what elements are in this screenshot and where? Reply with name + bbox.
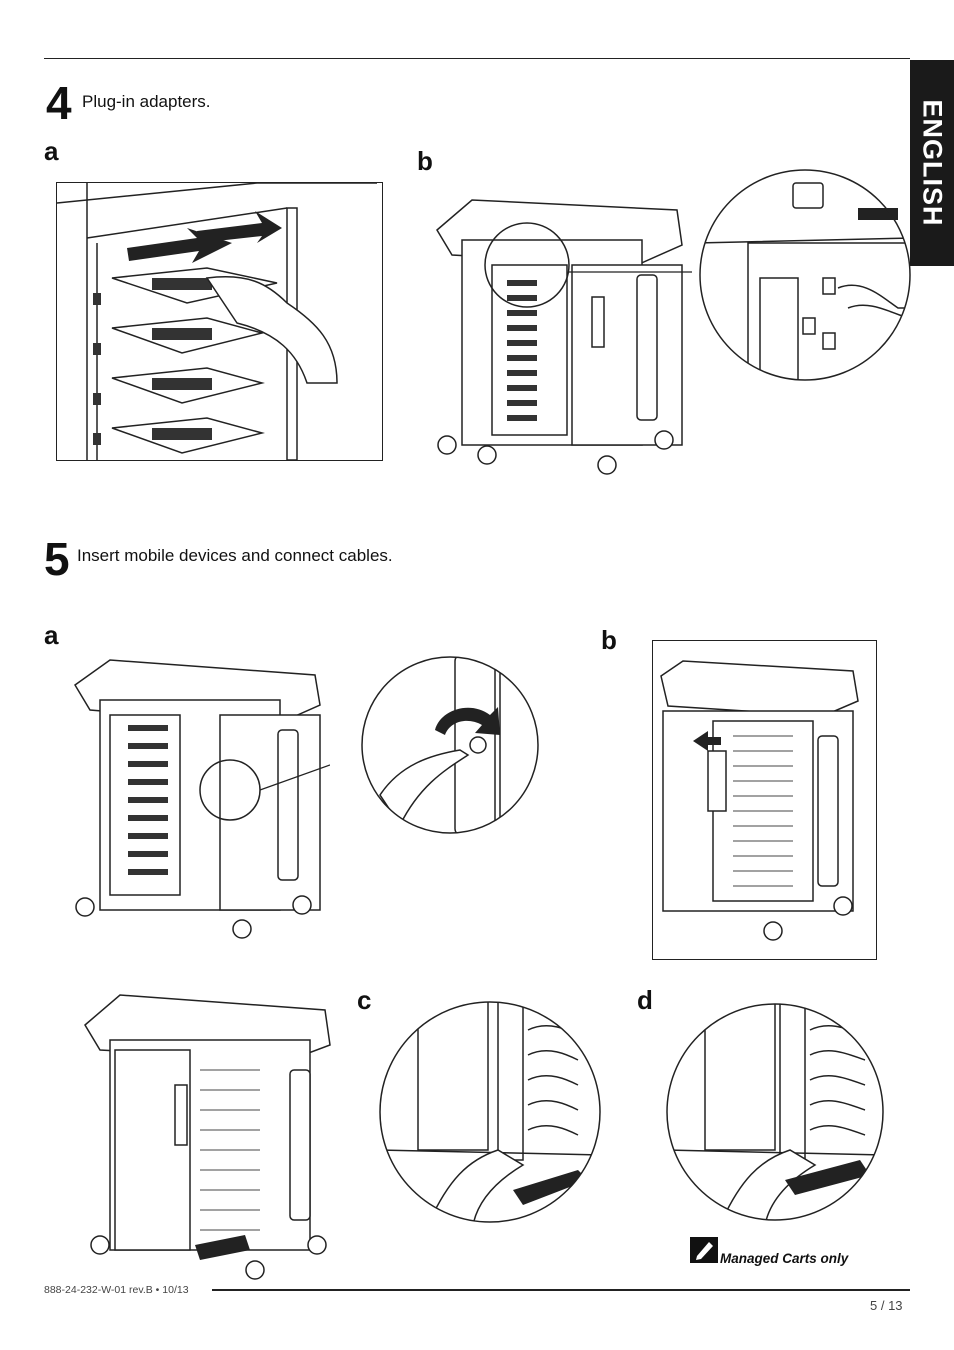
step4-title: Plug-in adapters.: [82, 92, 211, 111]
step4b-detail-circle: [698, 168, 912, 382]
step5-label-c: c: [357, 985, 372, 1015]
step5-title: Insert mobile devices and connect cables…: [77, 546, 393, 565]
page-number: 5 / 13: [870, 1298, 903, 1313]
step5a-cart-illustration: [70, 655, 330, 945]
step5b-illustration: [652, 640, 877, 960]
step4-label-b: b: [417, 146, 433, 176]
step4a-illustration: [56, 182, 383, 461]
language-tab-label: ENGLISH: [917, 99, 948, 227]
top-rule: [44, 58, 910, 59]
step5c-detail-circle: [378, 1000, 603, 1225]
step5c-cart-illustration: [80, 990, 340, 1285]
pencil-note-icon: [690, 1237, 718, 1263]
language-tab: ENGLISH: [910, 60, 954, 266]
step5-number: 5: [44, 533, 70, 585]
footer-rule: [212, 1289, 910, 1291]
footer-doc-code: 888-24-232-W-01 rev.B • 10/13: [44, 1284, 189, 1296]
step5a-key-detail-circle: [360, 655, 540, 835]
step5-label-b: b: [601, 625, 617, 655]
step4-number: 4: [46, 77, 72, 129]
step4b-cart-illustration: [432, 185, 692, 485]
step5-label-a: a: [44, 620, 59, 650]
step5-label-d: d: [637, 985, 653, 1015]
step4-label-a: a: [44, 136, 59, 166]
step5d-detail-circle: [665, 1000, 885, 1225]
note-text: Managed Carts only: [720, 1251, 849, 1266]
